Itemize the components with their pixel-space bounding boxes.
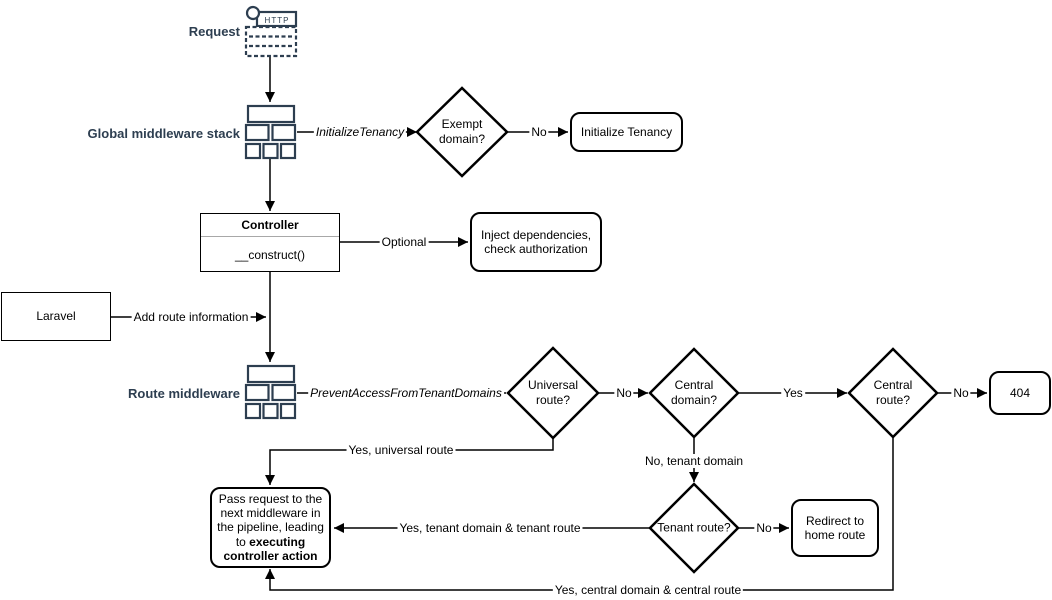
decision-exempt-domain (415, 86, 509, 178)
node-404-label: 404 (1009, 385, 1031, 400)
pass-request-normal-text: Pass request to the next middleware in t… (217, 492, 324, 549)
node-redirect-home: Redirect to home route (791, 499, 879, 557)
middleware-stack-icon (244, 104, 297, 160)
edge-label-add-route-information: Add route information (131, 310, 251, 324)
node-initialize-tenancy: Initialize Tenancy (570, 112, 683, 152)
pass-request-bold-text: executing controller action (223, 534, 318, 563)
edge-label-initialize-tenancy: InitializeTenancy (313, 125, 407, 139)
decision-central-domain (648, 347, 740, 439)
controller-method: __construct() (234, 247, 306, 262)
edge-label-yes-tenant-route: Yes, tenant domain & tenant route (397, 521, 583, 535)
node-controller: Controller __construct() (200, 213, 340, 272)
node-redirect-home-label: Redirect to home route (804, 513, 866, 542)
edge-label-yes-universal-route: Yes, universal route (346, 443, 456, 457)
edge-label-no-tenant-domain: No, tenant domain (642, 454, 746, 468)
edge-label-universal-no: No (614, 386, 634, 400)
node-laravel-label: Laravel (36, 309, 76, 324)
request-label: Request (188, 24, 240, 39)
node-initialize-tenancy-label: Initialize Tenancy (580, 124, 673, 139)
node-inject-dependencies: Inject dependencies, check authorization (470, 212, 602, 272)
controller-title: Controller (201, 214, 339, 237)
node-404: 404 (989, 371, 1051, 415)
node-laravel: Laravel (1, 292, 111, 341)
decision-tenant-route (648, 482, 740, 574)
edge-label-prevent-access: PreventAccessFromTenantDomains (308, 386, 504, 400)
http-label: HTTP (265, 16, 290, 25)
http-request-icon: HTTP (244, 5, 298, 58)
edge-label-yes-central-route: Yes, central domain & central route (552, 583, 744, 597)
decision-central-route (847, 347, 939, 439)
edge-label-exempt-no: No (529, 125, 549, 139)
edge-label-central-route-no: No (951, 386, 971, 400)
edge-label-tenant-no: No (754, 521, 774, 535)
node-inject-dependencies-label: Inject dependencies, check authorization (480, 227, 592, 256)
global-middleware-label: Global middleware stack (87, 126, 240, 141)
middleware-stack-icon (244, 364, 297, 420)
edge-label-optional: Optional (379, 235, 429, 249)
edge-label-central-domain-yes: Yes (781, 386, 805, 400)
node-pass-request-text: Pass request to the next middleware in t… (216, 492, 325, 562)
decision-universal-route (506, 346, 600, 440)
route-middleware-label: Route middleware (128, 386, 240, 401)
node-pass-request: Pass request to the next middleware in t… (210, 487, 331, 568)
